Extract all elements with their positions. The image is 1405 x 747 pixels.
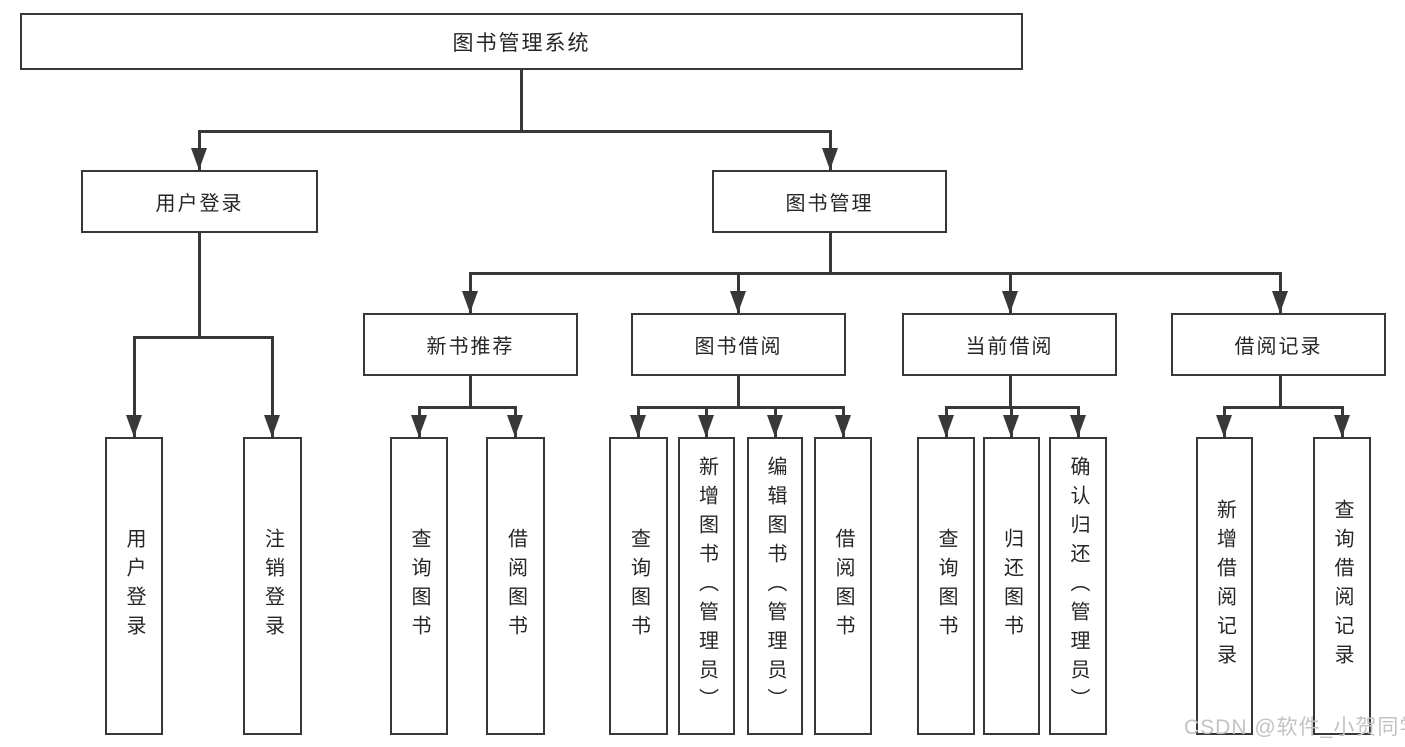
node-label: 用户登录 — [123, 528, 145, 644]
arrowhead-icon — [126, 415, 142, 437]
arrowhead-icon — [1216, 415, 1232, 437]
connector-line — [132, 335, 136, 437]
node-label: 借阅图书 — [832, 528, 854, 644]
connector-line — [197, 233, 201, 337]
arrowhead-icon — [1272, 291, 1288, 313]
arrowhead-icon — [938, 415, 954, 437]
node-label: 用户登录 — [155, 193, 244, 215]
arrowhead-icon — [1070, 415, 1086, 437]
node-user-login: 用户登录 — [81, 170, 318, 233]
leaf-borrow-edit-book-admin: 编辑图书（管理员） — [747, 437, 803, 735]
leaf-records-query: 查询借阅记录 — [1313, 437, 1371, 735]
node-current-borrow: 当前借阅 — [902, 313, 1117, 376]
leaf-logout: 注销登录 — [243, 437, 302, 735]
leaf-current-confirm-return-admin: 确认归还（管理员） — [1049, 437, 1107, 735]
node-label: 编辑图书（管理员） — [764, 455, 786, 717]
connector-line — [1008, 376, 1012, 407]
connector-line — [468, 271, 1280, 275]
connector-line — [1278, 376, 1282, 407]
arrowhead-icon — [1003, 415, 1019, 437]
connector-line — [417, 405, 517, 409]
node-label: 图书管理系统 — [452, 31, 591, 55]
arrowhead-icon — [462, 291, 478, 313]
connector-line — [468, 376, 472, 407]
leaf-borrow-add-book-admin: 新增图书（管理员） — [678, 437, 735, 735]
node-label: 图书管理 — [785, 193, 874, 215]
node-label: 借阅记录 — [1234, 336, 1323, 358]
node-borrow-records: 借阅记录 — [1171, 313, 1386, 376]
arrowhead-icon — [822, 148, 838, 170]
arrowhead-icon — [507, 415, 523, 437]
connector-line — [1222, 405, 1344, 409]
node-label: 当前借阅 — [965, 336, 1054, 358]
connector-line — [270, 335, 274, 437]
leaf-current-query: 查询图书 — [917, 437, 975, 735]
leaf-records-add: 新增借阅记录 — [1196, 437, 1253, 735]
node-label: 借阅图书 — [504, 528, 527, 644]
node-label: 确认归还（管理员） — [1067, 455, 1089, 717]
leaf-borrow-query: 查询图书 — [609, 437, 668, 735]
arrowhead-icon — [191, 148, 207, 170]
node-book-borrow: 图书借阅 — [631, 313, 846, 376]
connector-line — [828, 233, 832, 273]
arrowhead-icon — [835, 415, 851, 437]
arrowhead-icon — [411, 415, 427, 437]
leaf-user-login: 用户登录 — [105, 437, 163, 735]
connector-line — [736, 376, 740, 407]
node-book-management: 图书管理 — [712, 170, 947, 233]
node-label: 查询图书 — [935, 528, 957, 644]
node-system-root: 图书管理系统 — [20, 13, 1023, 70]
leaf-newbook-query: 查询图书 — [390, 437, 448, 735]
node-new-book-recommend: 新书推荐 — [363, 313, 578, 376]
node-label: 注销登录 — [261, 528, 284, 644]
arrowhead-icon — [767, 415, 783, 437]
connector-line — [519, 70, 523, 131]
node-label: 查询借阅记录 — [1331, 499, 1353, 673]
node-label: 查询图书 — [627, 528, 650, 644]
node-label: 新书推荐 — [426, 336, 515, 358]
arrowhead-icon — [630, 415, 646, 437]
leaf-newbook-borrow: 借阅图书 — [486, 437, 545, 735]
arrowhead-icon — [730, 291, 746, 313]
node-label: 新增借阅记录 — [1213, 499, 1236, 673]
leaf-borrow-borrow-book: 借阅图书 — [814, 437, 872, 735]
connector-line — [197, 129, 832, 133]
node-label: 归还图书 — [1000, 528, 1023, 644]
node-label: 查询图书 — [408, 528, 430, 644]
node-label: 图书借阅 — [694, 336, 783, 358]
connector-line — [636, 405, 845, 409]
arrowhead-icon — [1334, 415, 1350, 437]
arrowhead-icon — [1002, 291, 1018, 313]
csdn-watermark: CSDN @软件_小贺同学 — [1184, 716, 1405, 739]
connector-line — [132, 335, 274, 339]
node-label: 新增图书（管理员） — [695, 455, 718, 717]
arrowhead-icon — [264, 415, 280, 437]
arrowhead-icon — [698, 415, 714, 437]
leaf-current-return: 归还图书 — [983, 437, 1040, 735]
